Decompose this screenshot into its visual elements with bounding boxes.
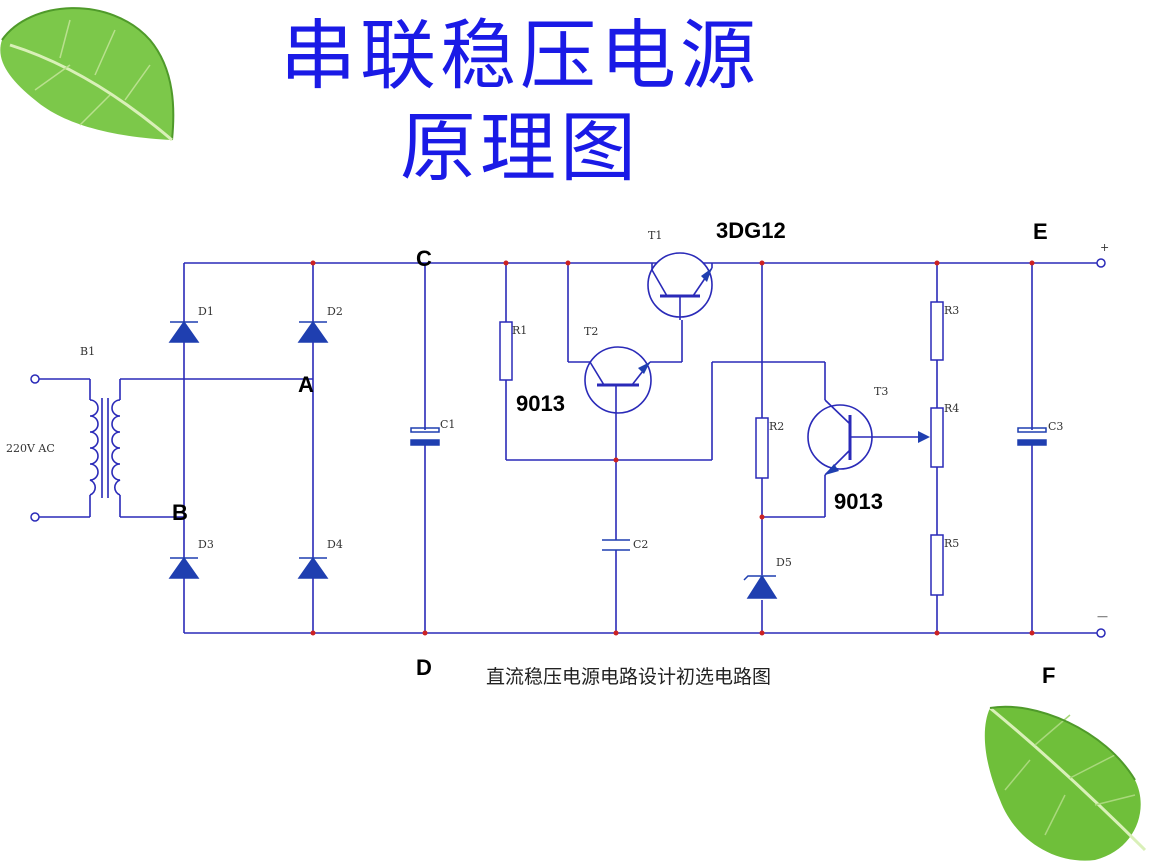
r4-wiper-arrow [918, 431, 930, 443]
label-t1: T1 [648, 229, 662, 242]
node-label-d: D [416, 655, 432, 680]
label-c1: C1 [440, 418, 455, 431]
wires [38, 262, 1097, 634]
diode-d2 [297, 320, 329, 343]
label-d5: D5 [776, 556, 792, 569]
label-220v-ac: 220V AC [6, 442, 55, 455]
label-c2: C2 [633, 538, 648, 551]
label-c3: C3 [1048, 420, 1063, 433]
node-label-b: B [172, 500, 188, 525]
resistor-r1 [499, 321, 513, 381]
slide-title-line2: 原理图 [400, 103, 640, 192]
label-r1: R1 [512, 324, 527, 337]
t2-emitter-arrow [638, 362, 650, 374]
label-d3: D3 [198, 538, 214, 551]
t1-emitter-arrow [701, 268, 712, 282]
leaf-decoration-top-left [0, 7, 175, 142]
label-b1: B1 [80, 345, 95, 358]
label-plus: + [1100, 241, 1109, 254]
output-terminal-minus [1096, 628, 1106, 638]
capacitor-c2 [602, 539, 630, 551]
ac-terminal-bottom [30, 512, 40, 522]
part-label-t1: 3DG12 [716, 218, 786, 243]
capacitor-c1 [410, 427, 440, 446]
label-t3: T3 [874, 385, 888, 398]
part-label-t2: 9013 [516, 391, 565, 416]
diode-d1 [168, 320, 200, 343]
resistor-r5 [930, 534, 944, 596]
slide-title-line1: 串联稳压电源 [280, 11, 760, 100]
resistor-r3 [930, 301, 944, 361]
zener-d5 [743, 574, 778, 599]
output-terminal-plus [1096, 258, 1106, 268]
transistor-t1 [647, 252, 713, 320]
label-r5: R5 [944, 537, 959, 550]
label-d4: D4 [327, 538, 343, 551]
transformer-b1 [89, 398, 121, 498]
label-d1: D1 [198, 305, 214, 318]
part-label-t3: 9013 [834, 489, 883, 514]
ac-terminal-top [30, 374, 40, 384]
node-label-a: A [298, 372, 314, 397]
label-r3: R3 [944, 304, 959, 317]
node-label-c: C [416, 246, 432, 271]
label-t2: T2 [584, 325, 598, 338]
diodes [168, 320, 778, 599]
transistor-t3 [807, 399, 873, 476]
label-r4: R4 [944, 402, 959, 415]
diode-d4 [297, 556, 329, 579]
leaf-decoration-bottom-right [984, 705, 1147, 861]
label-r2: R2 [769, 420, 784, 433]
junction-dots [310, 260, 1035, 636]
label-minus: — [1097, 610, 1108, 623]
resistor-r4 [930, 407, 944, 468]
resistor-r2 [755, 417, 769, 479]
label-d2: D2 [327, 305, 343, 318]
diode-d3 [168, 556, 200, 579]
transistor-t2 [584, 346, 652, 415]
node-label-f: F [1042, 663, 1055, 688]
capacitor-c3 [1017, 427, 1047, 446]
t3-emitter-arrow [825, 464, 839, 475]
node-label-e: E [1033, 219, 1048, 244]
diagram-caption: 直流稳压电源电路设计初选电路图 [486, 666, 771, 688]
